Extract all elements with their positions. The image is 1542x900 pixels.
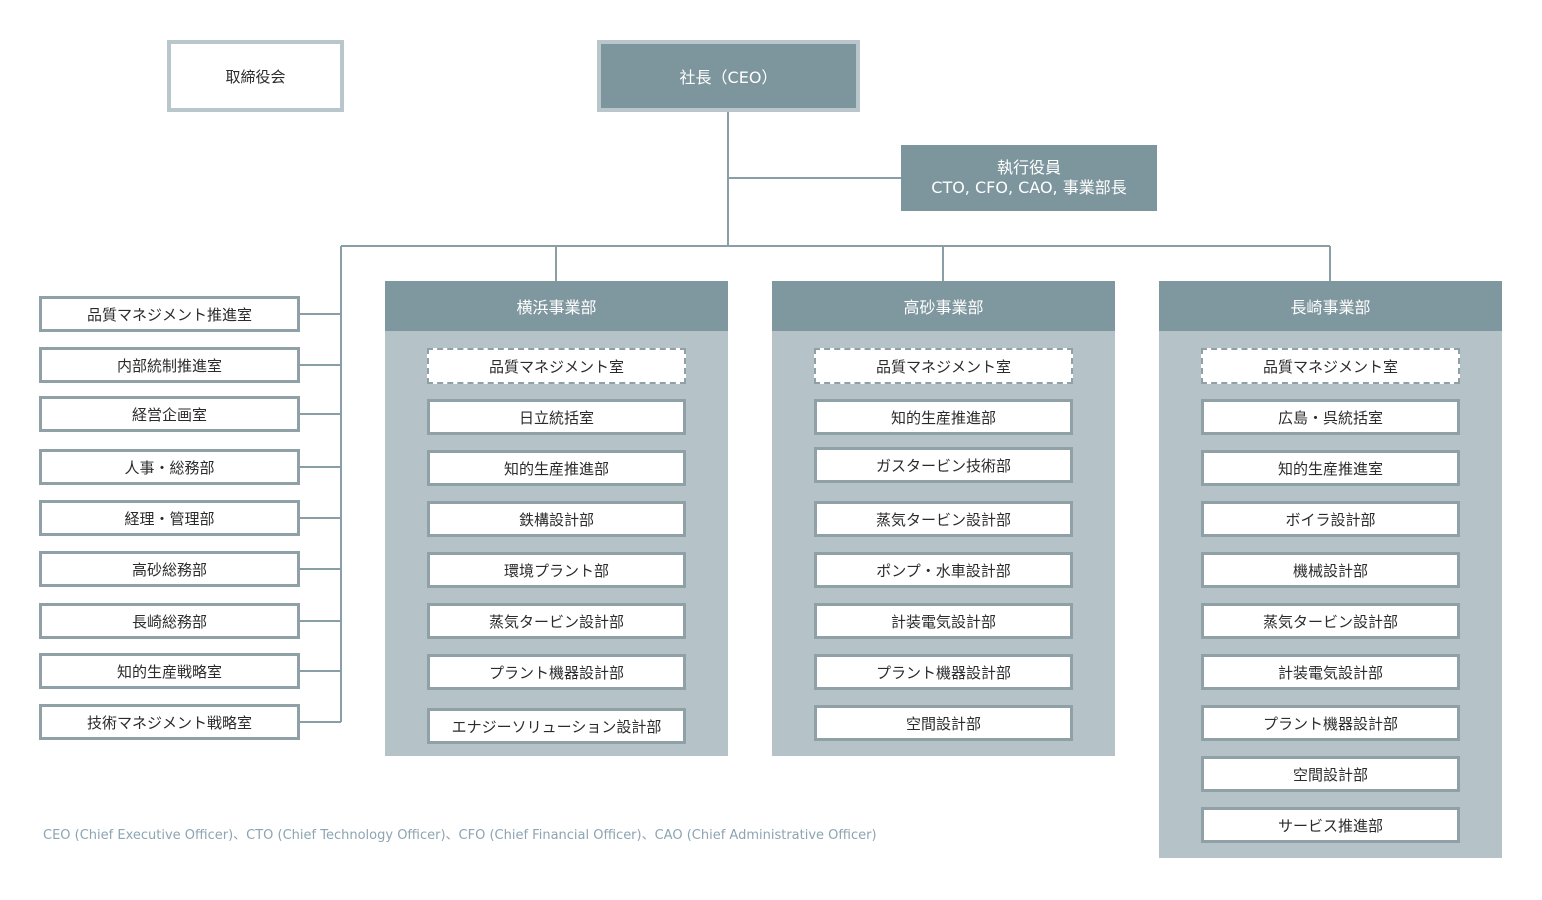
board-label: 取締役会	[225, 67, 286, 86]
staff-department-box: 内部統制推進室	[39, 347, 300, 383]
department-box: プラント機器設計部	[814, 654, 1073, 690]
ceo-box: 社長（CEO）	[597, 40, 860, 112]
ceo-label: 社長（CEO）	[679, 68, 778, 87]
division-yokohama: 横浜事業部 品質マネジメント室日立統括室知的生産推進部鉄構設計部環境プラント部蒸…	[385, 281, 728, 756]
department-box: 蒸気タービン設計部	[1201, 603, 1460, 639]
department-box: 計装電気設計部	[814, 603, 1073, 639]
department-box: 知的生産推進室	[1201, 450, 1460, 486]
department-box: エナジーソリューション設計部	[427, 708, 686, 744]
staff-department-box: 経理・管理部	[39, 500, 300, 536]
staff-department-box: 長崎総務部	[39, 603, 300, 639]
staff-department-box: 知的生産戦略室	[39, 653, 300, 689]
department-box: 蒸気タービン設計部	[814, 501, 1073, 537]
quality-office-box: 品質マネジメント室	[1201, 348, 1460, 384]
staff-department-box: 経営企画室	[39, 396, 300, 432]
quality-office-box: 品質マネジメント室	[427, 348, 686, 384]
department-box: 鉄構設計部	[427, 501, 686, 537]
staff-department-box: 高砂総務部	[39, 551, 300, 587]
division-header: 高砂事業部	[772, 281, 1115, 331]
division-header: 横浜事業部	[385, 281, 728, 331]
department-box: 日立統括室	[427, 399, 686, 435]
department-box: 知的生産推進部	[427, 450, 686, 486]
quality-office-box: 品質マネジメント室	[814, 348, 1073, 384]
footnote: CEO (Chief Executive Officer)、CTO (Chief…	[43, 828, 877, 843]
division-header: 長崎事業部	[1159, 281, 1502, 331]
department-box: 空間設計部	[814, 705, 1073, 741]
division-nagasaki: 長崎事業部 品質マネジメント室広島・呉統括室知的生産推進室ボイラ設計部機械設計部…	[1159, 281, 1502, 858]
department-box: 空間設計部	[1201, 756, 1460, 792]
department-box: 環境プラント部	[427, 552, 686, 588]
staff-department-box: 人事・総務部	[39, 449, 300, 485]
executive-title: 執行役員	[996, 158, 1061, 177]
executive-roles: CTO, CFO, CAO, 事業部長	[931, 178, 1127, 197]
department-box: 知的生産推進部	[814, 399, 1073, 435]
department-box: ボイラ設計部	[1201, 501, 1460, 537]
executive-officers-box: 執行役員 CTO, CFO, CAO, 事業部長	[901, 145, 1157, 211]
department-box: プラント機器設計部	[1201, 705, 1460, 741]
board-of-directors-box: 取締役会	[167, 40, 344, 112]
department-box: 広島・呉統括室	[1201, 399, 1460, 435]
department-box: ポンプ・水車設計部	[814, 552, 1073, 588]
division-takasago: 高砂事業部 品質マネジメント室知的生産推進部ガスタービン技術部蒸気タービン設計部…	[772, 281, 1115, 756]
staff-department-box: 技術マネジメント戦略室	[39, 704, 300, 740]
department-box: 計装電気設計部	[1201, 654, 1460, 690]
department-box: プラント機器設計部	[427, 654, 686, 690]
department-box: 蒸気タービン設計部	[427, 603, 686, 639]
department-box: サービス推進部	[1201, 807, 1460, 843]
department-box: ガスタービン技術部	[814, 447, 1073, 483]
staff-department-box: 品質マネジメント推進室	[39, 296, 300, 332]
department-box: 機械設計部	[1201, 552, 1460, 588]
